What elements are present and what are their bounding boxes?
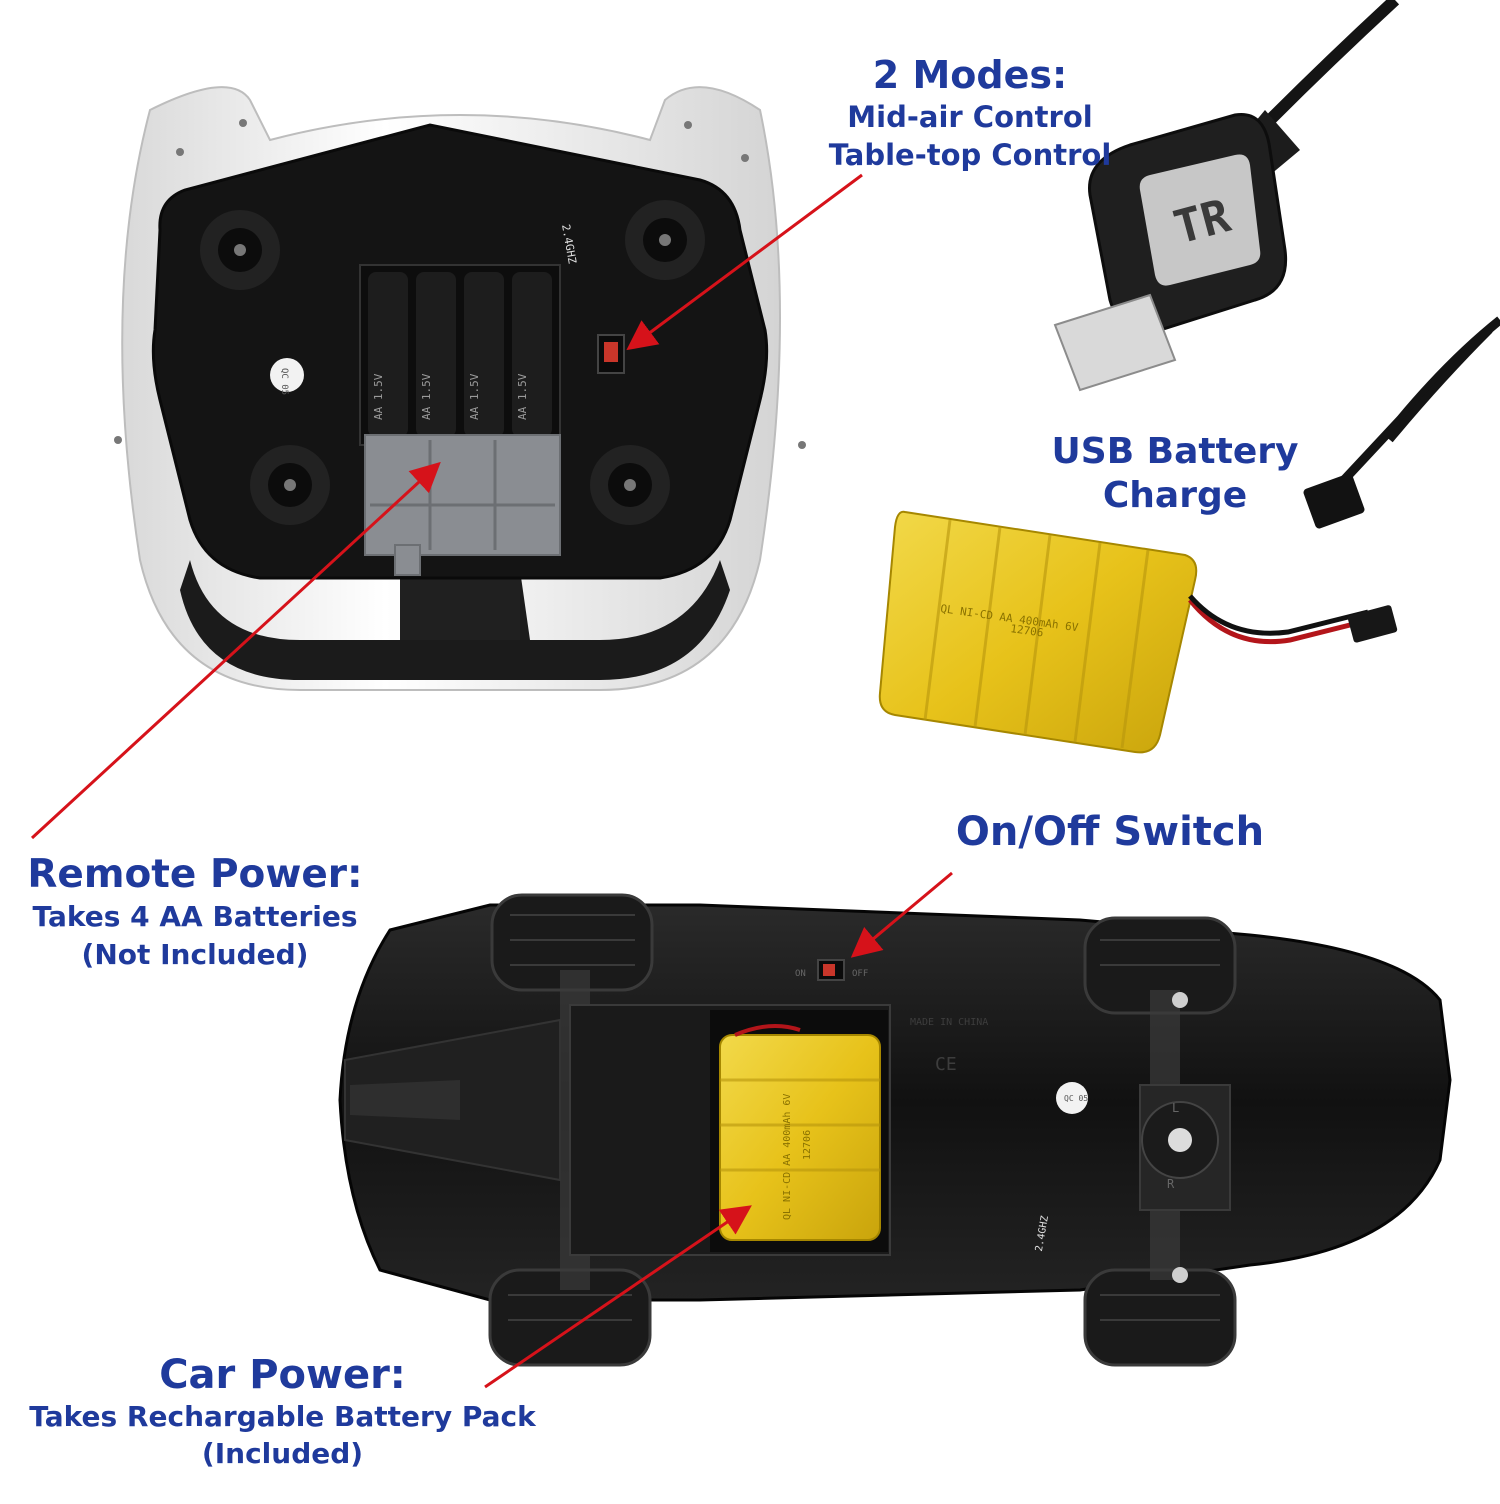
suction-cup: [250, 445, 330, 525]
battery-compartment: [359, 264, 561, 446]
cert-sticker: [1056, 1082, 1088, 1114]
remote-controller: [114, 86, 806, 691]
modes-label: 2 Modes: Mid-air Control Table-top Contr…: [820, 52, 1120, 174]
usb-charger-cable: [1053, 0, 1500, 529]
rc-car-underside: [338, 893, 1452, 1367]
usb-title-line-1: USB Battery: [1051, 431, 1299, 472]
remote-cert-mark: QC 05: [279, 368, 289, 395]
cert-sticker: [270, 358, 304, 392]
car-steer-left-mark: L: [1172, 1101, 1179, 1115]
car-switch-arrow: [850, 871, 953, 958]
usb-title-line-2: Charge: [1102, 475, 1248, 516]
car-steer-right-mark: R: [1167, 1177, 1175, 1191]
suction-cup: [590, 445, 670, 525]
suction-cup: [200, 210, 280, 290]
car-power-title: Car Power:: [159, 1352, 406, 1398]
modes-title: 2 Modes:: [872, 53, 1068, 97]
car-battery-text: 12706: [802, 1130, 813, 1160]
steering-dial: [1139, 1084, 1231, 1211]
remote-power-line-2: (Not Included): [81, 938, 309, 971]
car-battery-bay: [569, 1004, 891, 1256]
battery-slot-label: AA 1.5V: [516, 373, 529, 420]
mode-switch: [597, 334, 625, 374]
car-switch-on-mark: ON: [795, 969, 806, 979]
modes-line-1: Mid-air Control: [847, 100, 1093, 134]
car-cert-mark: QC 05: [1064, 1094, 1088, 1103]
modes-line-2: Table-top Control: [828, 138, 1112, 172]
car-ce-mark: CE: [935, 1054, 957, 1075]
battery-slot-label: AA 1.5V: [372, 373, 385, 420]
car-battery-text: QL NI-CD AA 400mAh 6V: [782, 1094, 793, 1220]
remote-power-line-1: Takes 4 AA Batteries: [32, 900, 358, 933]
suction-cup: [625, 200, 705, 280]
usb-charge-label: USB Battery Charge: [1030, 430, 1320, 518]
battery-pack: [878, 510, 1398, 754]
remote-power-label: Remote Power: Takes 4 AA Batteries (Not …: [20, 852, 370, 974]
car-power-switch: [817, 959, 845, 981]
remote-power-title: Remote Power:: [27, 852, 363, 897]
wheel: [1083, 1268, 1237, 1367]
car-battery-arrow: [484, 1205, 752, 1389]
on-off-switch-title: On/Off Switch: [955, 809, 1265, 855]
car-made-in-mark: MADE IN CHINA: [910, 1017, 988, 1028]
car-switch-off-mark: OFF: [852, 969, 868, 979]
car-power-line-1: Takes Rechargable Battery Pack: [29, 1400, 536, 1433]
battery-pack-text: 12706: [1010, 622, 1045, 639]
remote-battery-arrow: [30, 461, 441, 840]
on-off-switch-label: On/Off Switch: [920, 808, 1300, 856]
wheel: [488, 1268, 652, 1367]
mode-switch-arrow: [626, 173, 863, 351]
battery-cover: [364, 434, 561, 576]
battery-slot-label: AA 1.5V: [468, 373, 481, 420]
car-power-label: Car Power: Takes Rechargable Battery Pac…: [20, 1352, 545, 1472]
car-power-line-2: (Included): [201, 1437, 364, 1470]
battery-slot-label: AA 1.5V: [420, 373, 433, 420]
